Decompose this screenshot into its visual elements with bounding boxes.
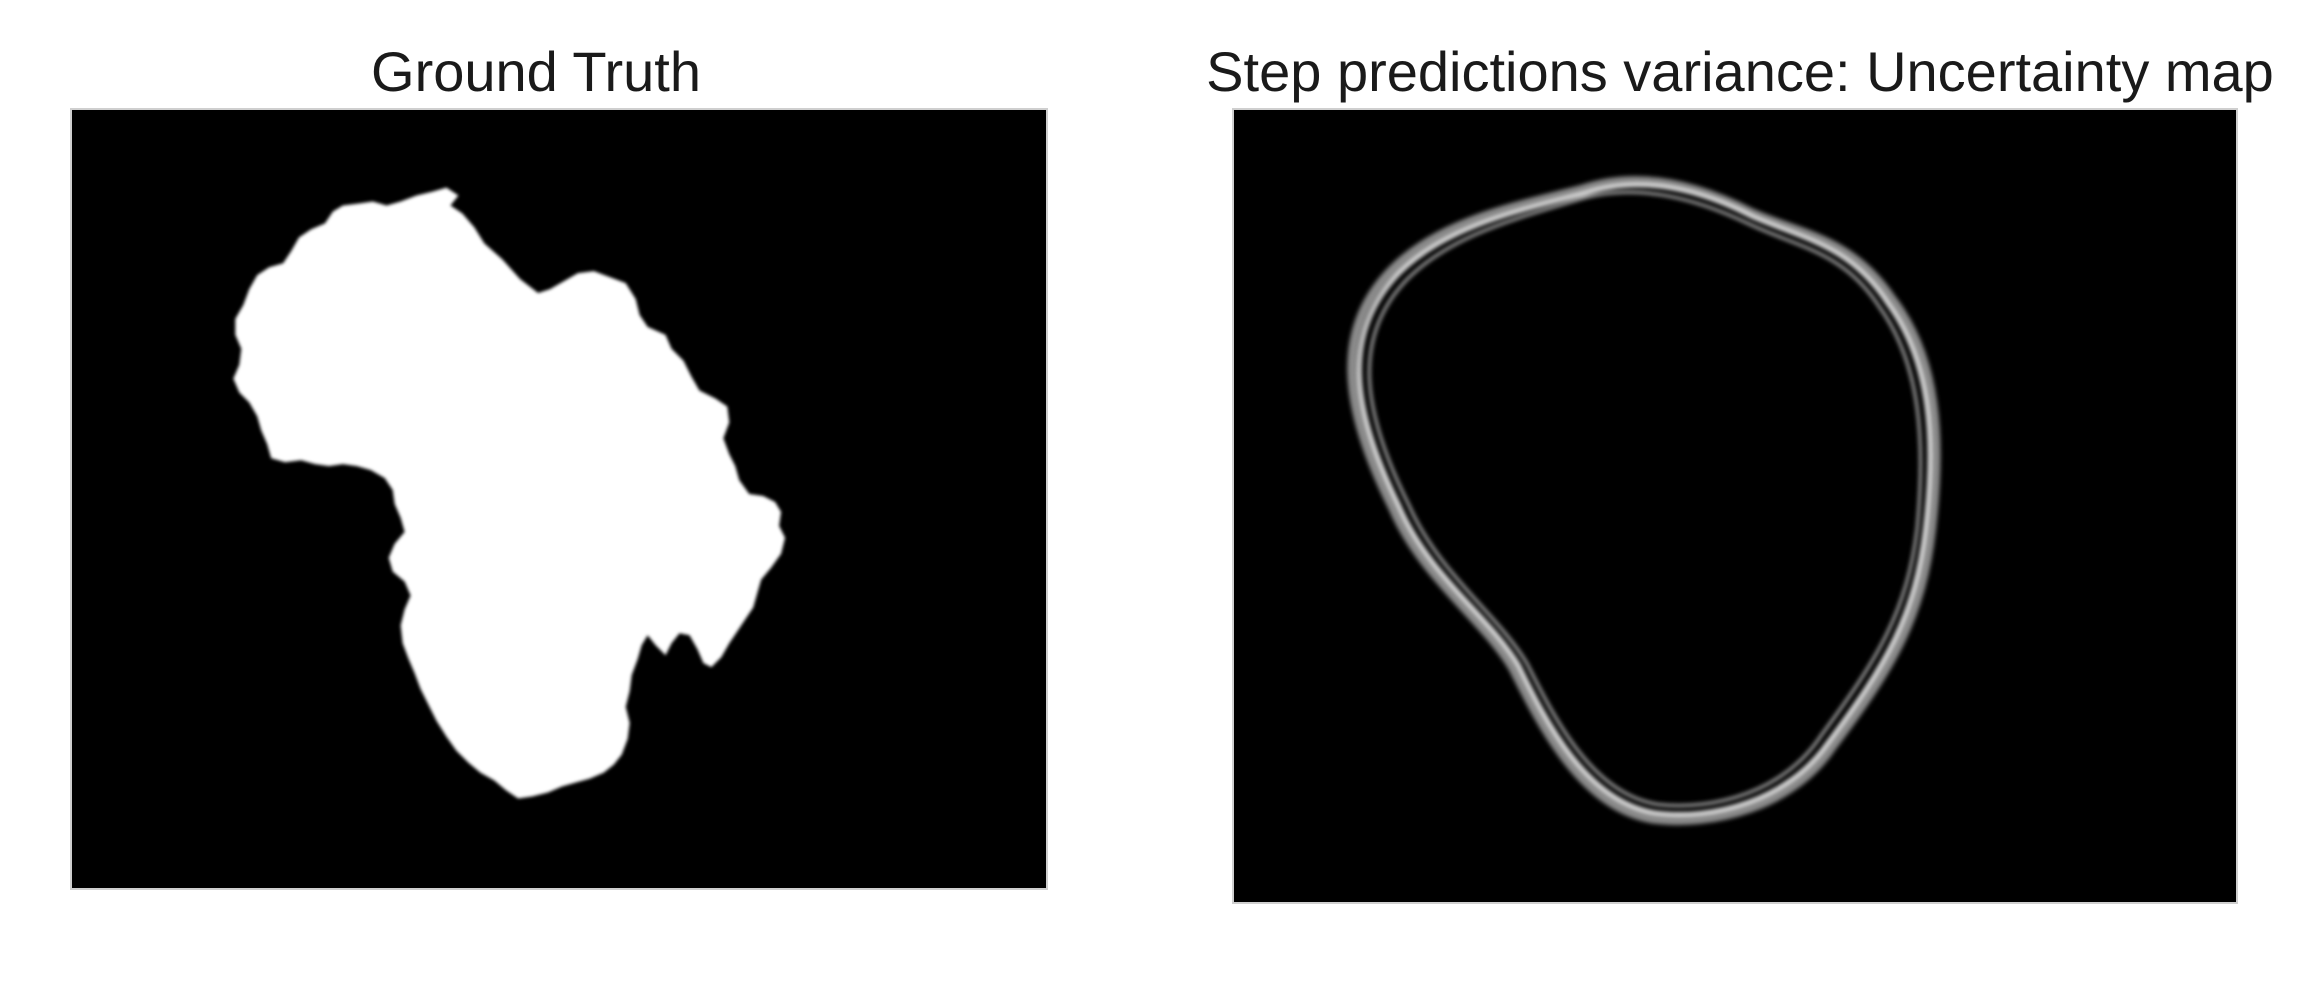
uncertainty-map-title: Step predictions variance: Uncertainty m… [1206,40,2274,103]
uncertainty-map-svg [1347,176,1941,826]
ground-truth-mask-blob [233,187,786,799]
uncertainty-contour-ring [1347,176,1941,826]
ground-truth-mask-svg [233,187,786,799]
uncertainty-map-image [1232,108,2238,904]
ground-truth-image [70,108,1048,890]
ground-truth-title: Ground Truth [371,40,701,103]
